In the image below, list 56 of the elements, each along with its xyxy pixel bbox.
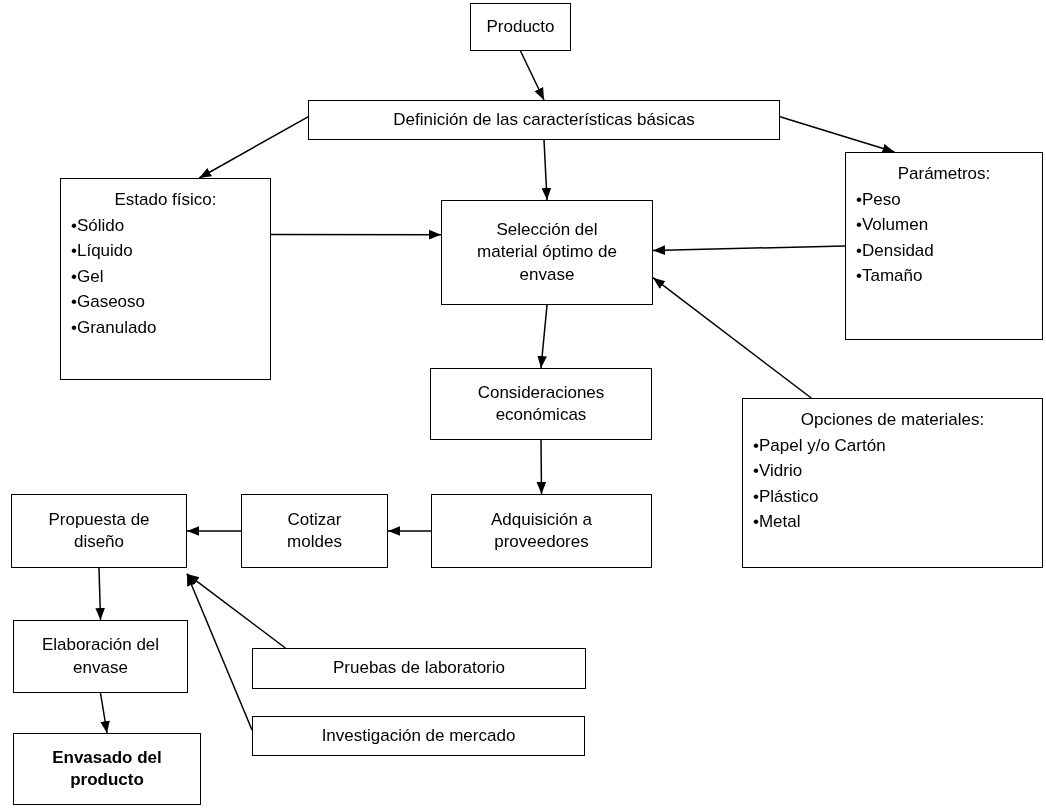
arrow — [270, 229, 442, 240]
arrow — [652, 245, 846, 255]
list-item: •Tamaño — [856, 265, 923, 287]
list-item: •Vidrio — [753, 460, 803, 482]
box-text: Pruebas de laboratorio — [333, 657, 505, 680]
list-box — [742, 398, 1043, 568]
process-box — [13, 620, 188, 693]
box-text: Investigación de mercado — [321, 724, 516, 747]
heading-text: Opciones de materiales: — [800, 409, 985, 431]
arrow — [537, 304, 548, 369]
box-text: Propuesta de diseño — [47, 508, 151, 553]
list-item: •Metal — [753, 511, 801, 533]
list-item: •Densidad — [856, 239, 934, 262]
arrow — [198, 116, 309, 179]
list-item: •Peso — [856, 188, 901, 211]
list-item: •Granulado — [71, 316, 157, 339]
process-box — [13, 733, 201, 805]
process-box — [431, 494, 652, 568]
arrow — [652, 276, 812, 399]
process-box — [470, 3, 571, 51]
list-item: •Sólido — [71, 214, 125, 237]
arrow — [186, 573, 287, 649]
process-box — [252, 716, 585, 756]
list-item: •Líquido — [71, 240, 133, 262]
list-box — [60, 178, 271, 380]
process-box — [308, 100, 780, 140]
box-text: Definición de las características básicas — [393, 108, 695, 131]
box-text: Elaboración del envase — [40, 634, 161, 679]
arrow — [95, 567, 105, 621]
list-box — [845, 152, 1043, 340]
list-item: •Plástico — [753, 485, 819, 508]
process-box — [430, 368, 652, 440]
arrow — [99, 692, 110, 734]
arrow — [536, 439, 547, 495]
box-text: Selección del material óptimo de envase — [476, 219, 618, 286]
process-box — [241, 494, 388, 568]
process-box — [441, 200, 653, 305]
arrow — [186, 526, 242, 536]
arrow — [186, 573, 253, 731]
list-item: •Gel — [71, 265, 104, 288]
process-box — [252, 648, 586, 689]
box-text: Cotizar moldes — [286, 508, 343, 553]
heading-text: Estado físico: — [114, 189, 217, 211]
heading-text: Parámetros: — [897, 163, 991, 185]
box-text: Producto — [486, 15, 555, 38]
list-item: •Papel y/o Cartón — [753, 434, 886, 457]
arrow — [387, 526, 432, 536]
box-text: Envasado del producto — [51, 746, 163, 791]
arrow — [541, 139, 552, 201]
process-box — [11, 494, 187, 568]
box-text: Consideraciones económicas — [476, 381, 606, 426]
list-item: •Gaseoso — [71, 291, 145, 313]
box-text: Adquisición a proveedores — [489, 508, 594, 553]
list-item: •Volumen — [856, 214, 929, 236]
arrow — [779, 116, 896, 154]
arrow — [519, 50, 545, 101]
